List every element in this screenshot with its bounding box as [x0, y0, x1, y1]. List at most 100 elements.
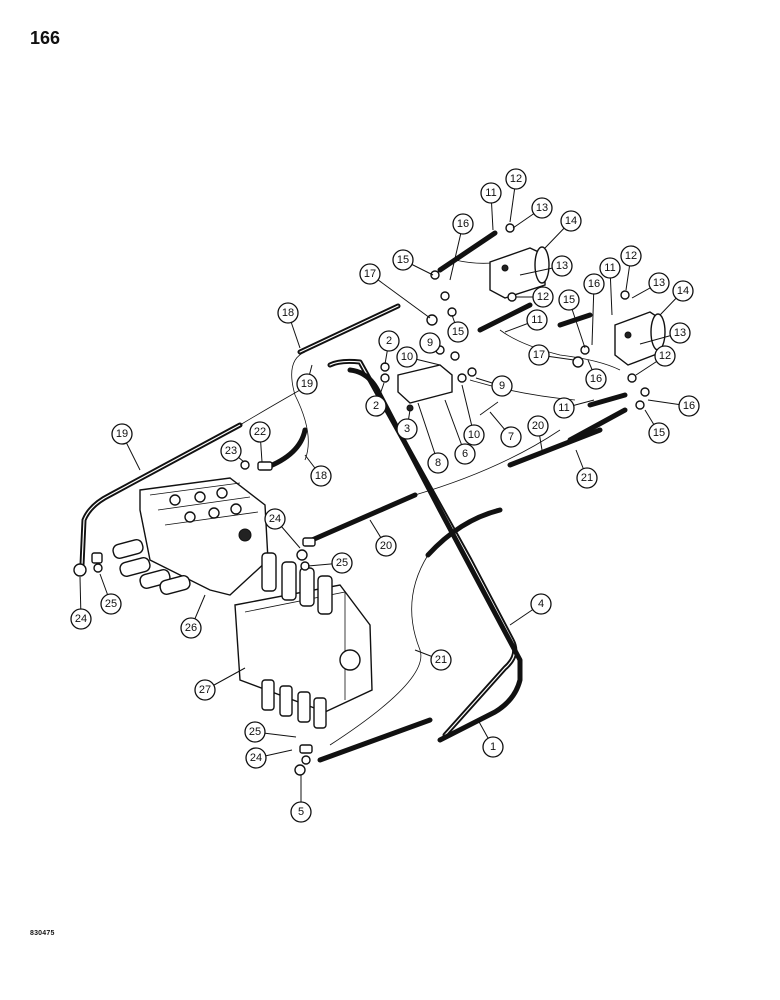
callout-8: 8: [417, 402, 449, 474]
callout-10: 10: [461, 384, 485, 446]
svg-text:13: 13: [556, 260, 568, 272]
callout-1: 1: [477, 719, 504, 758]
callout-13: 13: [512, 197, 553, 229]
callout-24: 24: [70, 576, 92, 630]
callout-17: 17: [528, 344, 575, 366]
svg-text:25: 25: [249, 726, 261, 738]
svg-text:13: 13: [674, 327, 686, 339]
manifold-block-6: [397, 364, 453, 412]
callout-10: 10: [396, 346, 441, 368]
callout-14: 14: [659, 280, 694, 316]
svg-text:2: 2: [373, 400, 379, 412]
svg-text:16: 16: [590, 373, 602, 385]
svg-text:20: 20: [532, 420, 544, 432]
svg-text:2: 2: [386, 335, 392, 347]
callouts: 1 2 2 3 4 5 6 7 8 9 9 10 10 11 11 11 11 …: [70, 168, 700, 823]
hose-11-low: [587, 392, 628, 408]
svg-text:11: 11: [531, 314, 542, 326]
callout-20: 20: [527, 415, 549, 451]
svg-text:25: 25: [105, 598, 117, 610]
svg-text:24: 24: [269, 513, 281, 525]
callout-16: 16: [449, 213, 474, 281]
callout-18: 18: [304, 454, 332, 487]
motor-14-upper: [489, 246, 550, 299]
callout-2: 2: [365, 382, 387, 417]
svg-text:15: 15: [563, 294, 575, 306]
svg-text:16: 16: [457, 218, 469, 230]
svg-text:18: 18: [282, 307, 294, 319]
svg-text:11: 11: [485, 187, 496, 199]
callout-5: 5: [290, 775, 312, 823]
svg-text:1: 1: [490, 741, 496, 753]
callout-20: 20: [369, 519, 397, 557]
callout-24: 24: [245, 747, 293, 769]
svg-text:3: 3: [404, 423, 410, 435]
callout-11: 11: [504, 309, 548, 333]
callout-3: 3: [396, 409, 418, 440]
callout-12: 12: [620, 245, 642, 291]
svg-text:10: 10: [468, 429, 480, 441]
svg-text:7: 7: [508, 431, 514, 443]
svg-text:13: 13: [536, 202, 548, 214]
callout-2: 2: [378, 330, 400, 365]
hose-20-upper: [507, 427, 603, 468]
callout-19: 19: [296, 364, 318, 395]
hose-11-mid: [477, 302, 533, 333]
svg-text:17: 17: [364, 268, 376, 280]
callout-26: 26: [180, 594, 206, 639]
svg-text:12: 12: [537, 291, 549, 303]
page-number: 166: [30, 28, 61, 48]
figure-reference-code: 830475: [30, 930, 55, 937]
svg-text:27: 27: [199, 684, 211, 696]
svg-text:25: 25: [336, 557, 348, 569]
svg-text:11: 11: [558, 402, 569, 414]
callout-22: 22: [249, 421, 271, 463]
svg-text:19: 19: [116, 428, 128, 440]
callout-12: 12: [516, 286, 554, 308]
hose-21-upper: [567, 407, 628, 443]
callout-15: 15: [558, 289, 586, 349]
svg-text:11: 11: [604, 262, 615, 274]
control-valve-27: [234, 552, 373, 729]
svg-text:12: 12: [625, 250, 637, 262]
callout-25: 25: [99, 573, 122, 615]
svg-text:18: 18: [315, 470, 327, 482]
svg-text:8: 8: [435, 457, 441, 469]
callout-16: 16: [583, 273, 605, 346]
callout-13: 13: [639, 322, 691, 345]
callout-24: 24: [264, 508, 301, 549]
svg-text:20: 20: [380, 540, 392, 552]
callout-19: 19: [111, 423, 141, 471]
hose-11-top: [437, 230, 498, 273]
svg-text:5: 5: [298, 806, 304, 818]
callout-9: 9: [475, 375, 513, 397]
hose-21: [425, 507, 503, 558]
callout-11: 11: [599, 257, 621, 316]
callout-7: 7: [489, 411, 522, 448]
callout-25: 25: [307, 552, 353, 574]
callout-4: 4: [509, 593, 552, 626]
callout-17: 17: [359, 263, 431, 319]
svg-text:23: 23: [225, 445, 237, 457]
callout-12: 12: [505, 168, 527, 223]
callout-14: 14: [544, 210, 582, 249]
svg-text:12: 12: [510, 173, 522, 185]
svg-text:26: 26: [185, 622, 197, 634]
svg-text:6: 6: [462, 448, 468, 460]
svg-text:14: 14: [677, 285, 689, 297]
svg-text:16: 16: [588, 278, 600, 290]
callout-27: 27: [194, 667, 246, 701]
callout-18: 18: [277, 302, 301, 349]
svg-text:24: 24: [250, 752, 262, 764]
callout-13: 13: [631, 272, 670, 299]
callout-15: 15: [447, 314, 469, 343]
svg-text:9: 9: [427, 337, 433, 349]
svg-text:15: 15: [653, 427, 665, 439]
control-valve-26: [112, 477, 269, 596]
callout-15: 15: [644, 409, 670, 444]
hoses: [79, 230, 628, 763]
svg-text:9: 9: [499, 380, 505, 392]
hose-21-lower: [317, 717, 433, 763]
callout-12: 12: [635, 345, 676, 376]
